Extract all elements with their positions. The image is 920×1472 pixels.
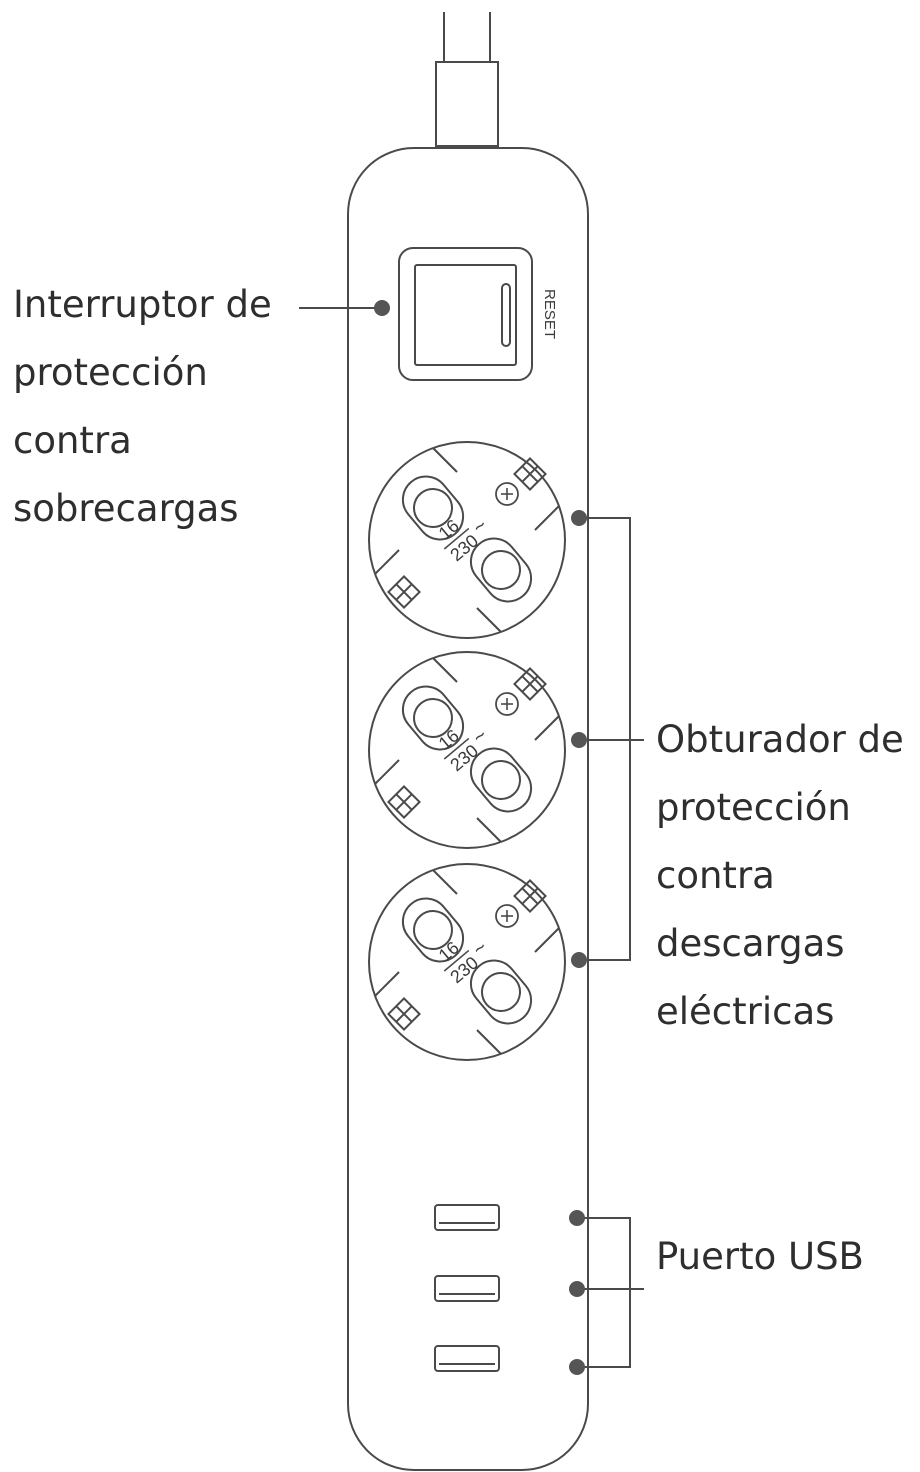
- usb-ports: [434, 1204, 500, 1372]
- socket-ring: [368, 863, 566, 1061]
- earth-clip: [513, 879, 547, 913]
- callout-shutter: Obturador de protección contra descargas…: [656, 706, 904, 1046]
- socket-ring: [368, 651, 566, 849]
- leader-dot-shutter-1: [571, 510, 587, 526]
- earth-symbol-icon: [495, 482, 519, 506]
- callout-overload-switch-line: contra: [13, 419, 132, 462]
- callout-overload-switch-line: protección: [13, 351, 208, 394]
- earth-symbol-icon: [495, 692, 519, 716]
- callout-shutter-line: Obturador de: [656, 718, 904, 761]
- callout-overload-switch-line: sobrecargas: [13, 487, 239, 530]
- callout-shutter-line: contra: [656, 854, 775, 897]
- reset-label: RESET: [541, 289, 558, 339]
- usb-port-1[interactable]: [434, 1204, 500, 1231]
- leader-shutter-bracket: [579, 517, 644, 961]
- earth-symbol-icon: [495, 904, 519, 928]
- callout-overload-switch: Interruptor de protección contra sobreca…: [13, 271, 272, 543]
- earth-clip: [387, 575, 421, 609]
- socket-ring: [368, 441, 566, 639]
- leader-dot-shutter-3: [571, 952, 587, 968]
- leader-dot-shutter-2: [571, 732, 587, 748]
- callout-shutter-line: descargas: [656, 922, 845, 965]
- leader-dot-usb-1: [569, 1210, 585, 1226]
- usb-port-2[interactable]: [434, 1275, 500, 1302]
- leader-dot-usb-2: [569, 1281, 585, 1297]
- earth-clip: [513, 667, 547, 701]
- leader-dot-switch: [374, 300, 390, 316]
- overload-switch[interactable]: [398, 247, 533, 381]
- callout-overload-switch-line: Interruptor de: [13, 283, 272, 326]
- pin-slot: [401, 685, 465, 751]
- leader-usb-bracket: [577, 1217, 644, 1368]
- callout-shutter-line: eléctricas: [656, 990, 835, 1033]
- callout-usb: Puerto USB: [656, 1223, 864, 1291]
- usb-port-3[interactable]: [434, 1345, 500, 1372]
- callout-usb-line: Puerto USB: [656, 1235, 864, 1278]
- power-cord: [435, 12, 499, 147]
- pin-slot: [401, 897, 465, 963]
- earth-clip: [513, 457, 547, 491]
- leader-dot-usb-3: [569, 1359, 585, 1375]
- earth-clip: [387, 785, 421, 819]
- callout-shutter-line: protección: [656, 786, 851, 829]
- pin-slot: [401, 475, 465, 541]
- earth-clip: [387, 997, 421, 1031]
